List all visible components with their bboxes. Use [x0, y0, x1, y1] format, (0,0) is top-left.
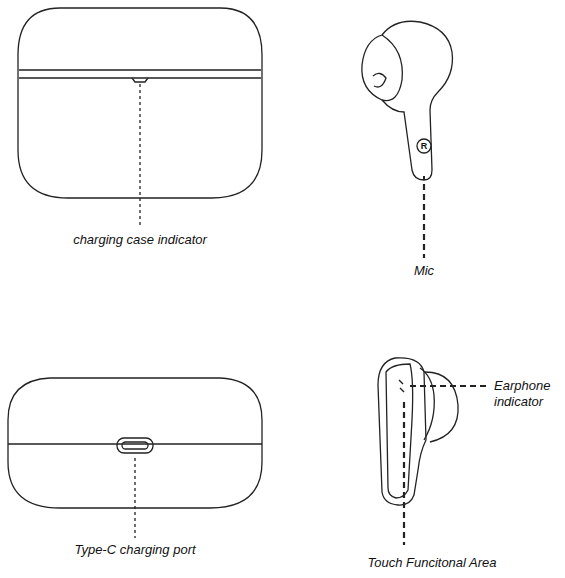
- usb-c-port: [117, 438, 153, 453]
- part-label: charging case indicator: [73, 232, 207, 248]
- case-seam: [8, 443, 262, 444]
- part-label: Type-C charging port: [74, 542, 195, 558]
- ear-tip: [362, 35, 403, 101]
- leader-line: [423, 184, 425, 258]
- leader-line: [134, 458, 135, 538]
- side-mark: R: [421, 141, 428, 151]
- part-label: Mic: [414, 263, 434, 279]
- part-label: Earphone indicator: [494, 378, 558, 410]
- lid-seam: [19, 70, 261, 78]
- r-badge: [417, 139, 431, 153]
- case-indicator: [132, 78, 148, 82]
- part-label: Touch Funcitonal Area: [367, 555, 496, 571]
- touch-panel: [386, 364, 413, 498]
- earbud-stem: [378, 358, 426, 505]
- ear-tip-side: [425, 372, 458, 442]
- ear-tip-hole: [373, 73, 386, 87]
- leader-line: [139, 84, 140, 226]
- mic-hole: [423, 176, 425, 180]
- earphone-indicator: [399, 380, 404, 392]
- leader-line: [410, 385, 490, 387]
- leader-line: [403, 402, 405, 545]
- ear-tip-edge: [420, 368, 434, 440]
- usb-c-port-inner: [122, 442, 148, 449]
